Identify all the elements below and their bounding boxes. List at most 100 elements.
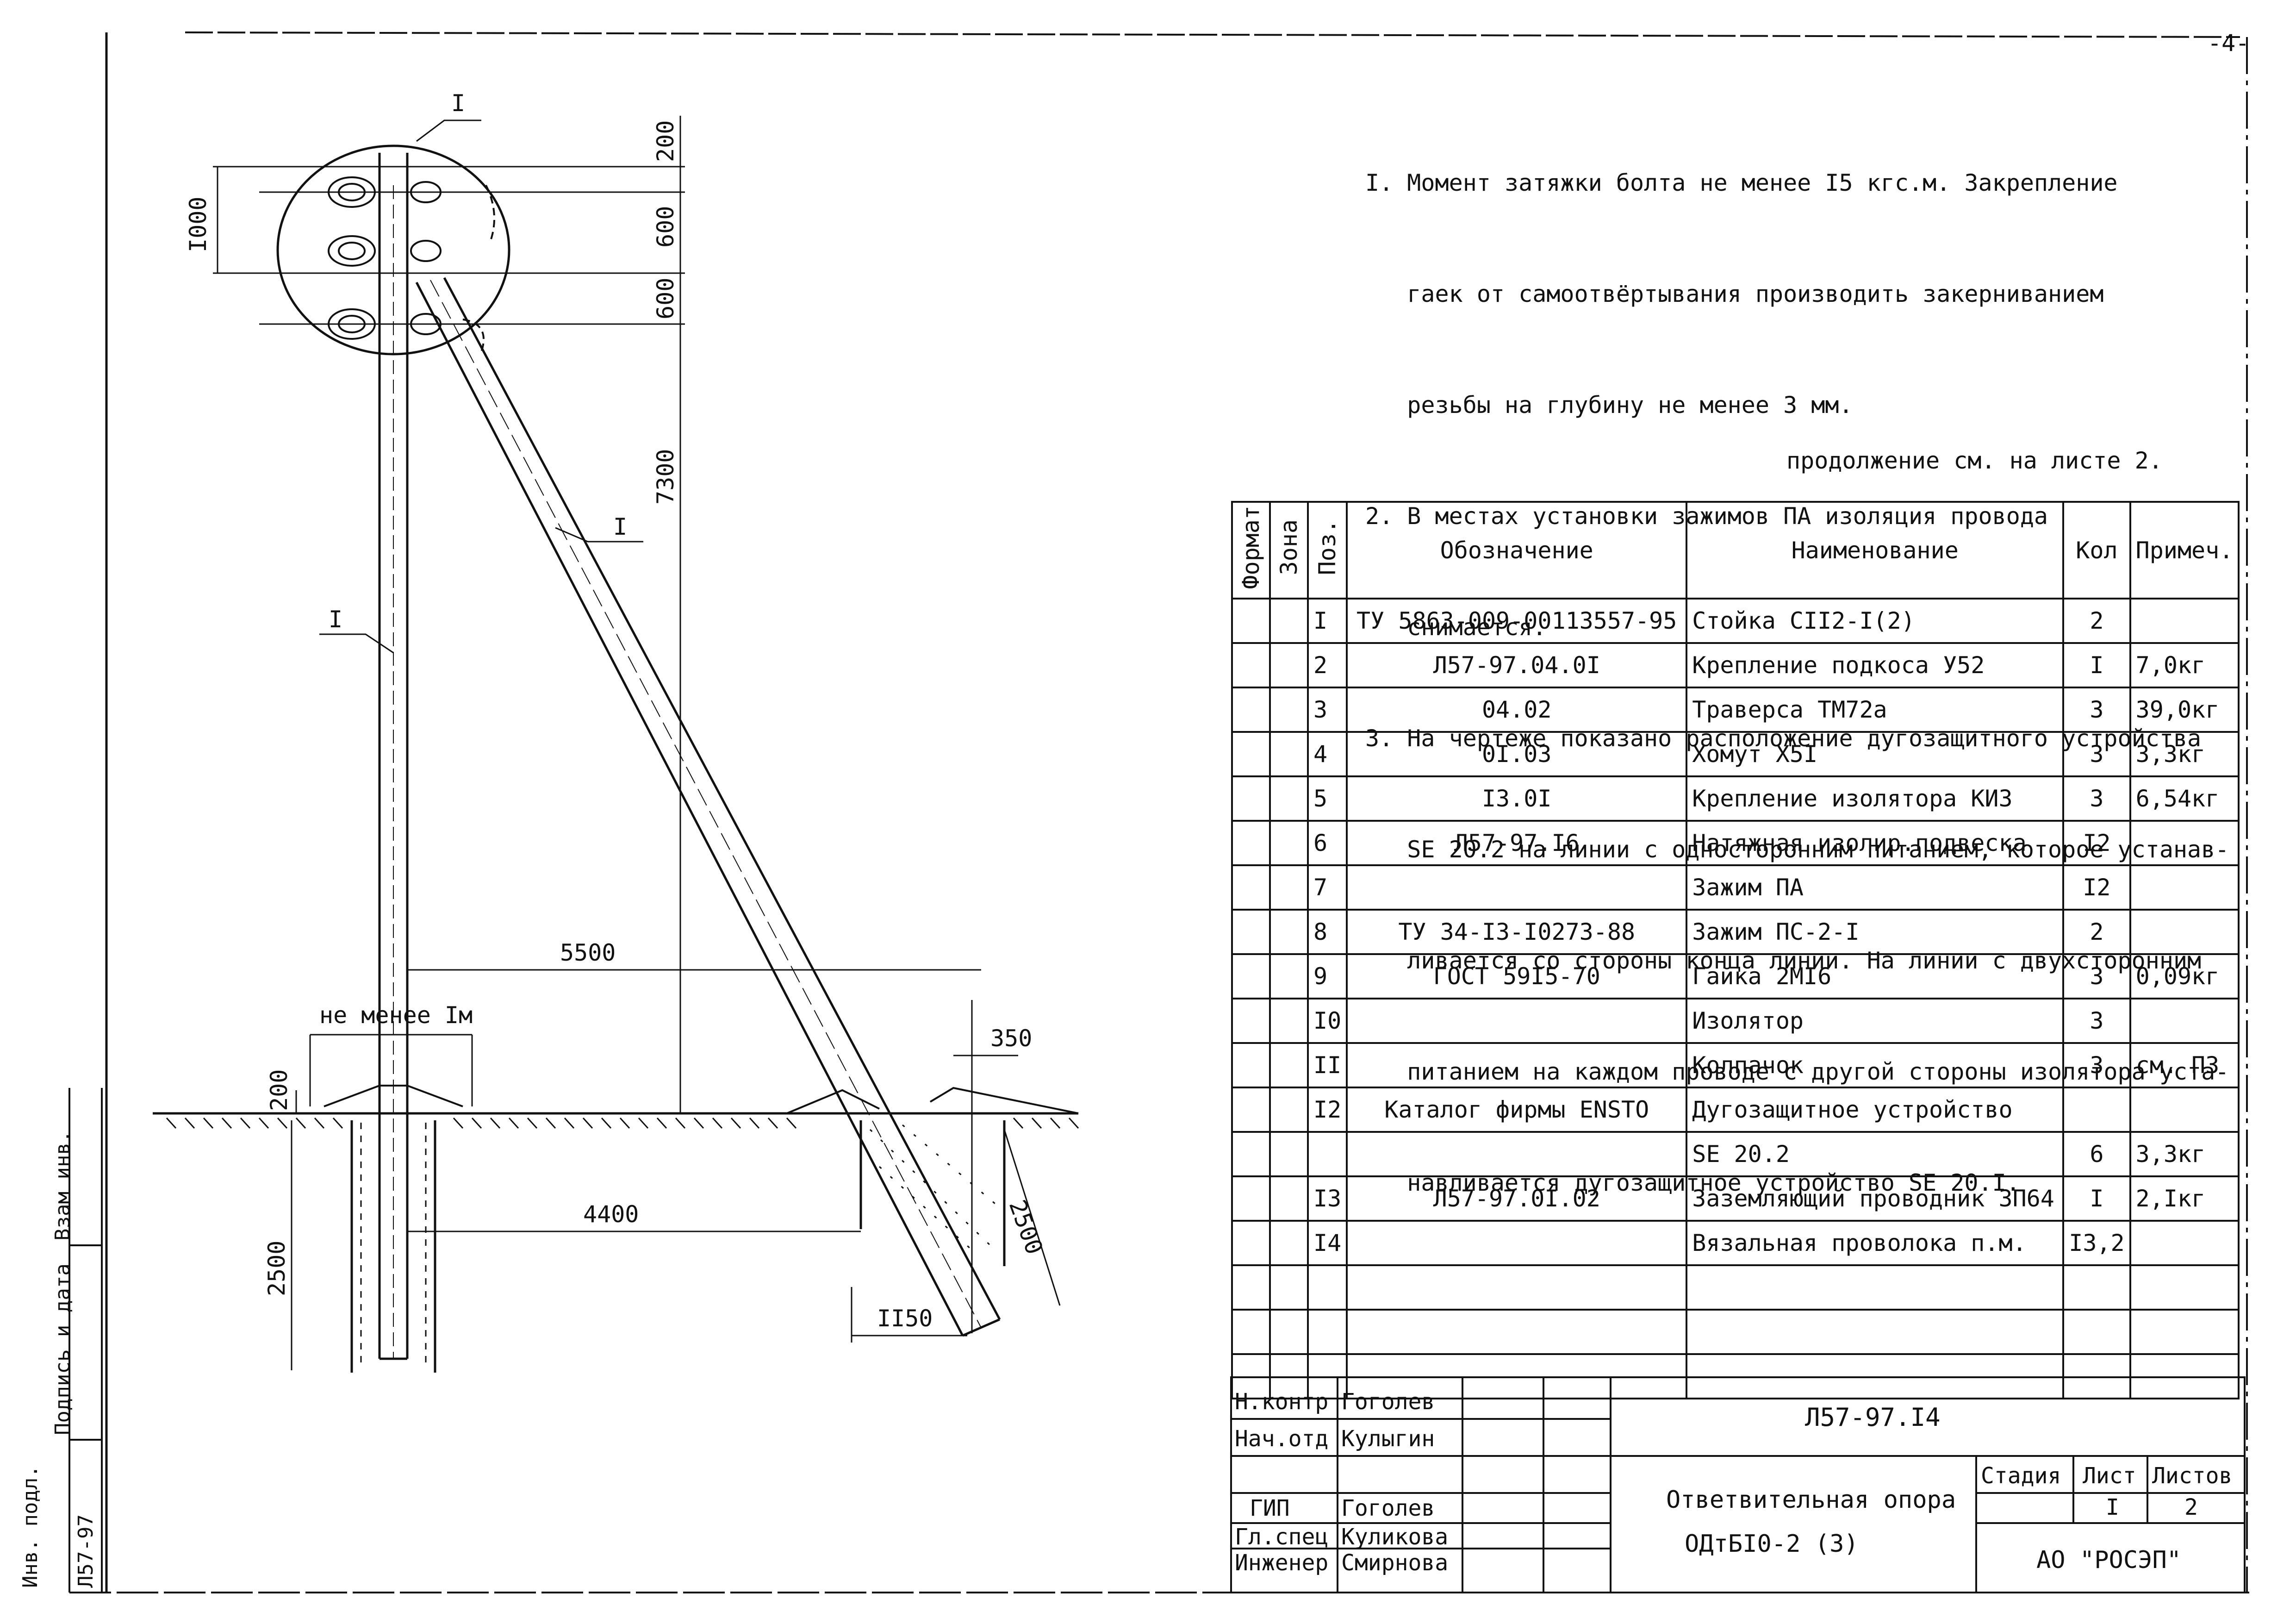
spec-cell: 6 bbox=[1307, 820, 1348, 866]
col-format: Формат bbox=[1231, 501, 1271, 600]
spec-cell: 04.02 bbox=[1346, 687, 1688, 733]
col-note: Примеч. bbox=[2129, 501, 2240, 600]
spec-cell bbox=[1231, 731, 1271, 777]
spec-cell: 3,3кг bbox=[2129, 1131, 2240, 1177]
brace bbox=[415, 277, 1001, 1337]
spec-cell bbox=[1346, 1220, 1688, 1266]
role-engineer: Инженер bbox=[1235, 1550, 1329, 1576]
spec-cell: Траверса ТМ72а bbox=[1686, 687, 2065, 733]
spec-cell: Вязальная проволока п.м. bbox=[1686, 1220, 2065, 1266]
spec-cell bbox=[1269, 642, 1309, 688]
spec-cell bbox=[2129, 1087, 2240, 1133]
spec-cell bbox=[1231, 1175, 1271, 1222]
insulator-group bbox=[328, 176, 442, 340]
spec-cell bbox=[2062, 1309, 2131, 1355]
spec-cell bbox=[1346, 864, 1688, 911]
spec-cell: Гайка 2МI6 bbox=[1686, 953, 2065, 999]
title-line-1: Ответвительная опора bbox=[1666, 1486, 1956, 1514]
spec-cell: 3,3кг bbox=[2129, 731, 2240, 777]
spec-cell bbox=[1269, 598, 1309, 644]
spec-cell: I0 bbox=[1307, 998, 1348, 1044]
spec-cell: Стойка СII2-I(2) bbox=[1686, 598, 2065, 644]
side-inv-value: Л57-97 bbox=[74, 1514, 98, 1588]
pole-pit bbox=[350, 1120, 436, 1373]
spec-cell: Л57-97.0I.02 bbox=[1346, 1175, 1688, 1222]
spec-cell bbox=[1307, 1264, 1348, 1311]
spec-cell: 2,Iкг bbox=[2129, 1175, 2240, 1222]
spec-cell: 8 bbox=[1307, 909, 1348, 955]
spec-cell bbox=[1231, 1042, 1271, 1088]
spec-cell bbox=[2129, 1353, 2240, 1399]
spec-cell bbox=[1231, 953, 1271, 999]
spec-cell bbox=[1346, 1042, 1688, 1088]
spec-cell bbox=[1231, 998, 1271, 1044]
sheets-value: 2 bbox=[2184, 1494, 2198, 1520]
callout-brace: I bbox=[613, 513, 627, 540]
col-zone: Зона bbox=[1269, 501, 1309, 600]
spec-cell: ТУ 5863-009-00113557-95 bbox=[1346, 598, 1688, 644]
role-n-kontr: Н.контр bbox=[1235, 1389, 1329, 1415]
spec-cell bbox=[1307, 1353, 1348, 1399]
spec-cell bbox=[1686, 1353, 2065, 1399]
spec-cell bbox=[2062, 1087, 2131, 1133]
spec-cell bbox=[1269, 1353, 1309, 1399]
spec-cell: I2 bbox=[2062, 820, 2131, 866]
continuation-note: продолжение см. на листе 2. bbox=[1786, 447, 2163, 474]
sheet-value: I bbox=[2106, 1494, 2119, 1520]
title-block-lines bbox=[1230, 1376, 2246, 1593]
spec-cell: Хомут Х5I bbox=[1686, 731, 2065, 777]
spec-cell bbox=[1269, 1042, 1309, 1088]
dim-2500-right: 2500 bbox=[1004, 1196, 1048, 1258]
spec-cell: 3 bbox=[2062, 998, 2131, 1044]
sheet-label: Лист bbox=[2083, 1463, 2136, 1489]
dim-2500-left: 2500 bbox=[263, 1241, 290, 1296]
spec-cell bbox=[2129, 1264, 2240, 1311]
specification-table: Формат Зона Поз. Обозначение Наименовани… bbox=[1231, 501, 2240, 1399]
spec-cell: 3 bbox=[2062, 953, 2131, 999]
spec-cell bbox=[1269, 1175, 1309, 1222]
spec-cell bbox=[1307, 1131, 1348, 1177]
spec-cell bbox=[1269, 1309, 1309, 1355]
spec-cell bbox=[2129, 598, 2240, 644]
note-line: I. Момент затяжки болта не менее I5 кгс.… bbox=[1365, 169, 2118, 196]
col-name: Наименование bbox=[1686, 501, 2065, 600]
name-gl-spec: Куликова bbox=[1341, 1524, 1449, 1550]
title-line-2: ОДтБI0-2 (3) bbox=[1685, 1530, 1859, 1558]
role-gl-spec: Гл.спец bbox=[1235, 1524, 1329, 1550]
spec-cell: Зажим ПА bbox=[1686, 864, 2065, 911]
callout-pole: I bbox=[329, 606, 342, 633]
spec-cell bbox=[1231, 1131, 1271, 1177]
spec-cell: 3 bbox=[2062, 1042, 2131, 1088]
spec-cell: 3 bbox=[1307, 687, 1348, 733]
side-sign-label: Подпись и дата bbox=[51, 1263, 75, 1435]
spec-cell bbox=[1231, 775, 1271, 822]
dim-600-a: 600 bbox=[652, 206, 679, 248]
spec-cell: 3 bbox=[2062, 775, 2131, 822]
page-number: -4- bbox=[2208, 30, 2249, 56]
spec-cell: I2 bbox=[1307, 1087, 1348, 1133]
dim-5500: 5500 bbox=[560, 939, 616, 966]
spec-cell bbox=[2062, 1264, 2131, 1311]
spec-cell: 5 bbox=[1307, 775, 1348, 822]
spec-cell bbox=[1231, 1087, 1271, 1133]
organization: АО "РОСЭП" bbox=[2036, 1546, 2182, 1574]
role-nach-otd: Нач.отд bbox=[1235, 1426, 1329, 1452]
spec-cell: 4 bbox=[1307, 731, 1348, 777]
callout-top: I bbox=[451, 90, 465, 117]
spec-cell bbox=[1686, 1309, 2065, 1355]
role-gip: ГИП bbox=[1250, 1495, 1290, 1521]
brace-pit bbox=[786, 1087, 1079, 1266]
spec-cell: 7,0кг bbox=[2129, 642, 2240, 688]
callout-leaders bbox=[319, 119, 643, 654]
spec-cell: Крепление подкоса У52 bbox=[1686, 642, 2065, 688]
spec-cell bbox=[1231, 1353, 1271, 1399]
spec-cell bbox=[1269, 998, 1309, 1044]
spec-cell bbox=[1269, 1220, 1309, 1266]
